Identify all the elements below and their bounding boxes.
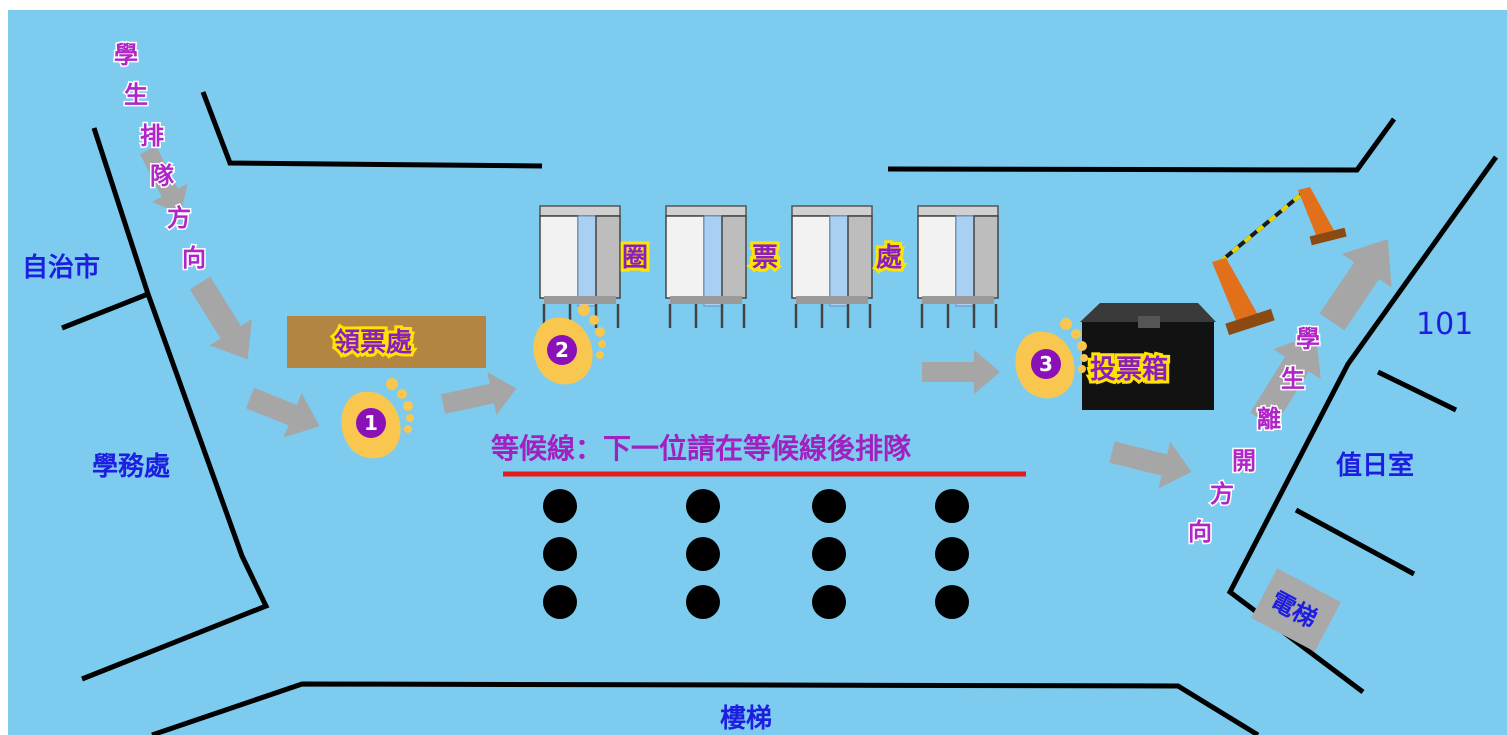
- footprint-step-3: 3: [1015, 318, 1088, 399]
- arrow-queue-3: [245, 387, 320, 438]
- exit-char-3: 離: [1257, 405, 1281, 433]
- arrow-queue-1: [139, 145, 188, 215]
- traffic-cone-barrier: [1212, 187, 1347, 336]
- queue-dot: [686, 585, 720, 619]
- step-badge-1: [356, 408, 386, 438]
- wall-top-right: [887, 117, 1397, 173]
- queue-char-1: 學: [114, 41, 138, 69]
- room-self-gov-label: 自治市: [22, 252, 100, 283]
- waiting-line-label: 等候線：下一位請在等候線後排隊: [491, 432, 912, 465]
- exit-char-4: 開: [1232, 447, 1256, 475]
- step-badge-2: [547, 335, 577, 365]
- ballot-pickup-label: 領票處: [334, 327, 412, 358]
- queue-direction-label: 學 生 排 隊 方 向: [113, 40, 208, 274]
- stairs-label: 樓梯: [720, 703, 772, 734]
- queue-dot: [543, 489, 577, 523]
- booth-label-char-2: 票: [752, 243, 778, 273]
- room-101-label: 101: [1416, 307, 1473, 342]
- booth-label-char-3: 處: [876, 243, 902, 273]
- queue-dot: [935, 537, 969, 571]
- queue-position-dots: [543, 489, 969, 619]
- wall-self-gov: [61, 291, 149, 331]
- room-academic-label: 學務處: [92, 452, 170, 482]
- queue-dot: [543, 537, 577, 571]
- queue-char-3: 排: [140, 122, 164, 150]
- room-duty-label: 值日室: [1336, 450, 1414, 481]
- queue-dot: [812, 585, 846, 619]
- wall-bottom: [151, 681, 1260, 735]
- booth-label-char-1: 圈: [622, 243, 648, 273]
- step-number-2: 2: [555, 338, 569, 362]
- ballot-box: [1080, 303, 1216, 410]
- exit-char-2: 生: [1281, 365, 1305, 393]
- exit-direction-label: 學 生 離 開 方 向: [1187, 324, 1322, 548]
- arrow-exit-1: [1109, 441, 1192, 489]
- step-number-3: 3: [1039, 352, 1053, 376]
- ballot-box-label: 投票箱: [1090, 354, 1168, 385]
- step-number-1: 1: [364, 411, 378, 435]
- exit-char-1: 學: [1296, 325, 1320, 353]
- ballot-pickup-desk: [287, 316, 486, 368]
- elevator: 電梯: [1251, 568, 1341, 652]
- arrow-to-booths: [440, 372, 517, 416]
- arrow-exit-3: [1319, 239, 1392, 331]
- wall-right: [1226, 155, 1499, 694]
- step-badge-3: [1031, 349, 1061, 379]
- exit-char-5: 方: [1210, 480, 1234, 508]
- queue-dot: [543, 585, 577, 619]
- queue-dot: [935, 585, 969, 619]
- queue-dot: [812, 489, 846, 523]
- queue-char-6: 向: [182, 244, 206, 272]
- arrow-exit-2: [1250, 333, 1321, 428]
- flow-arrows: [139, 145, 1392, 489]
- walls: [61, 91, 1499, 735]
- elevator-box: [1251, 568, 1341, 652]
- wall-top-left: [200, 91, 543, 169]
- queue-dot: [935, 489, 969, 523]
- queue-dot: [686, 537, 720, 571]
- arrow-to-box: [922, 350, 1000, 394]
- arrow-queue-2: [189, 276, 252, 360]
- wall-duty-upper: [1376, 369, 1458, 413]
- exit-char-6: 向: [1188, 518, 1212, 546]
- footprint-step-2: 2: [533, 304, 606, 385]
- queue-dot: [812, 537, 846, 571]
- queue-char-4: 隊: [150, 162, 175, 190]
- wall-duty-lower: [1294, 507, 1416, 577]
- queue-char-2: 生: [124, 81, 148, 109]
- footprint-step-1: 1: [341, 378, 414, 459]
- queue-dot: [686, 489, 720, 523]
- queue-char-5: 方: [167, 204, 191, 232]
- wall-left: [81, 127, 270, 682]
